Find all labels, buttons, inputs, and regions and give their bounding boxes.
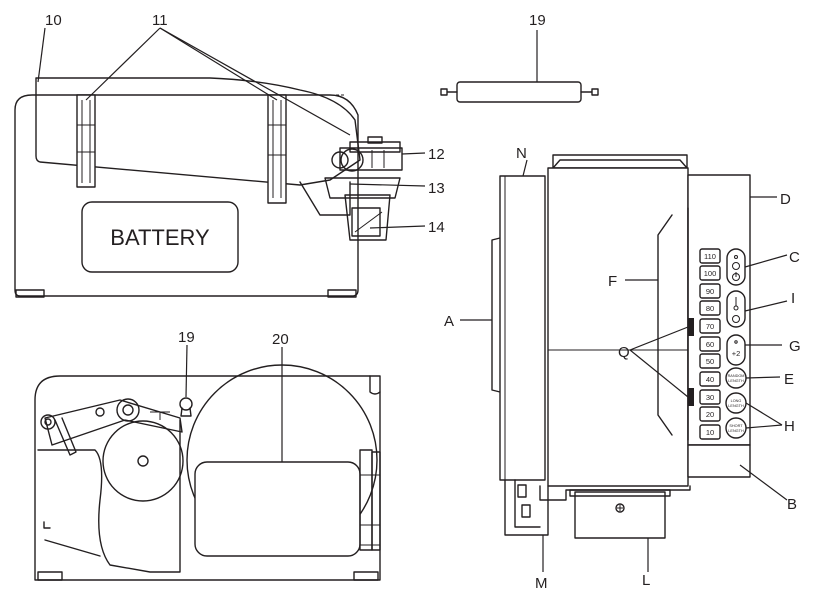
callout-D: D — [780, 191, 791, 208]
callout-11: 11 — [152, 12, 168, 29]
label-slot — [657, 214, 673, 436]
battery-label: BATTERY — [110, 225, 210, 250]
svg-text:20: 20 — [706, 410, 714, 419]
power-button[interactable] — [726, 248, 746, 286]
callout-A: A — [444, 313, 454, 330]
callout-19-side: 19 — [178, 329, 195, 346]
svg-text:80: 80 — [706, 304, 714, 313]
callout-F: F — [608, 273, 617, 290]
svg-text:RANDOM: RANDOM — [728, 374, 745, 378]
callout-12: 12 — [428, 146, 445, 163]
length-key-70[interactable]: 70 — [699, 318, 721, 334]
callout-19-top: 19 — [529, 12, 546, 29]
length-key-40[interactable]: 40 — [699, 371, 721, 387]
callout-M: M — [535, 575, 548, 592]
cutter-arm — [40, 398, 183, 456]
svg-text:LENGTH: LENGTH — [728, 379, 744, 383]
callout-E: E — [784, 371, 794, 388]
callout-Q: Q — [618, 344, 630, 361]
battery-mechanism — [299, 136, 403, 241]
length-keypad: 110 100 90 80 70 60 50 40 30 20 10 — [699, 248, 721, 440]
length-key-110[interactable]: 110 — [699, 248, 721, 264]
strap-left — [76, 94, 96, 188]
front-cover — [499, 175, 546, 481]
length-key-20[interactable]: 20 — [699, 406, 721, 422]
callout-C: C — [789, 249, 800, 266]
function-keys: +2 RANDOM LENGTH LONG LENGTH SHORT LENGT… — [725, 248, 747, 439]
random-length-button[interactable]: RANDOM LENGTH — [725, 367, 747, 389]
length-key-80[interactable]: 80 — [699, 300, 721, 316]
callout-I: I — [791, 290, 795, 307]
roller — [440, 81, 599, 103]
battery-label-plate — [81, 201, 239, 273]
battery-side-view: BATTERY — [14, 77, 403, 298]
svg-text:40: 40 — [706, 375, 714, 384]
svg-text:100: 100 — [704, 269, 717, 278]
long-length-button[interactable]: LONG LENGTH — [725, 392, 747, 414]
callout-B: B — [787, 496, 797, 513]
power-icon — [732, 262, 740, 270]
leader-lines — [37, 27, 788, 572]
svg-text:110: 110 — [704, 252, 716, 261]
svg-text:30: 30 — [706, 393, 714, 402]
test-button[interactable] — [726, 290, 746, 328]
length-key-60[interactable]: 60 — [699, 336, 721, 352]
length-key-50[interactable]: 50 — [699, 353, 721, 369]
svg-text:LONG: LONG — [731, 399, 742, 403]
callout-N: N — [516, 145, 527, 162]
length-key-30[interactable]: 30 — [699, 389, 721, 405]
reel-window — [194, 461, 361, 557]
callout-13: 13 — [428, 180, 445, 197]
length-key-10[interactable]: 10 — [699, 424, 721, 440]
callout-14: 14 — [428, 219, 445, 236]
keyhole-icon — [179, 397, 193, 411]
svg-text:90: 90 — [706, 287, 714, 296]
svg-text:SHORT: SHORT — [729, 424, 743, 428]
short-length-button[interactable]: SHORT LENGTH — [725, 417, 747, 439]
svg-text:60: 60 — [706, 340, 714, 349]
callout-20: 20 — [272, 331, 289, 348]
length-key-90[interactable]: 90 — [699, 283, 721, 299]
handle — [491, 237, 501, 393]
svg-text:70: 70 — [706, 322, 714, 331]
drive-roller — [102, 420, 184, 502]
svg-text:LENGTH: LENGTH — [728, 429, 744, 433]
callout-H: H — [784, 418, 795, 435]
svg-text:LENGTH: LENGTH — [728, 404, 744, 408]
plus2-button[interactable]: +2 — [726, 334, 746, 366]
callout-labels: 10 11 12 13 14 19 19 20 A B C D E F G H … — [45, 12, 801, 592]
cutaway-view — [34, 364, 381, 581]
length-key-100[interactable]: 100 — [699, 265, 721, 281]
callout-G: G — [789, 338, 801, 355]
callout-10: 10 — [45, 12, 62, 29]
strap-right — [267, 94, 287, 204]
callout-L: L — [642, 572, 650, 589]
svg-text:+2: +2 — [732, 349, 741, 358]
svg-text:50: 50 — [706, 357, 714, 366]
svg-text:10: 10 — [706, 428, 714, 437]
